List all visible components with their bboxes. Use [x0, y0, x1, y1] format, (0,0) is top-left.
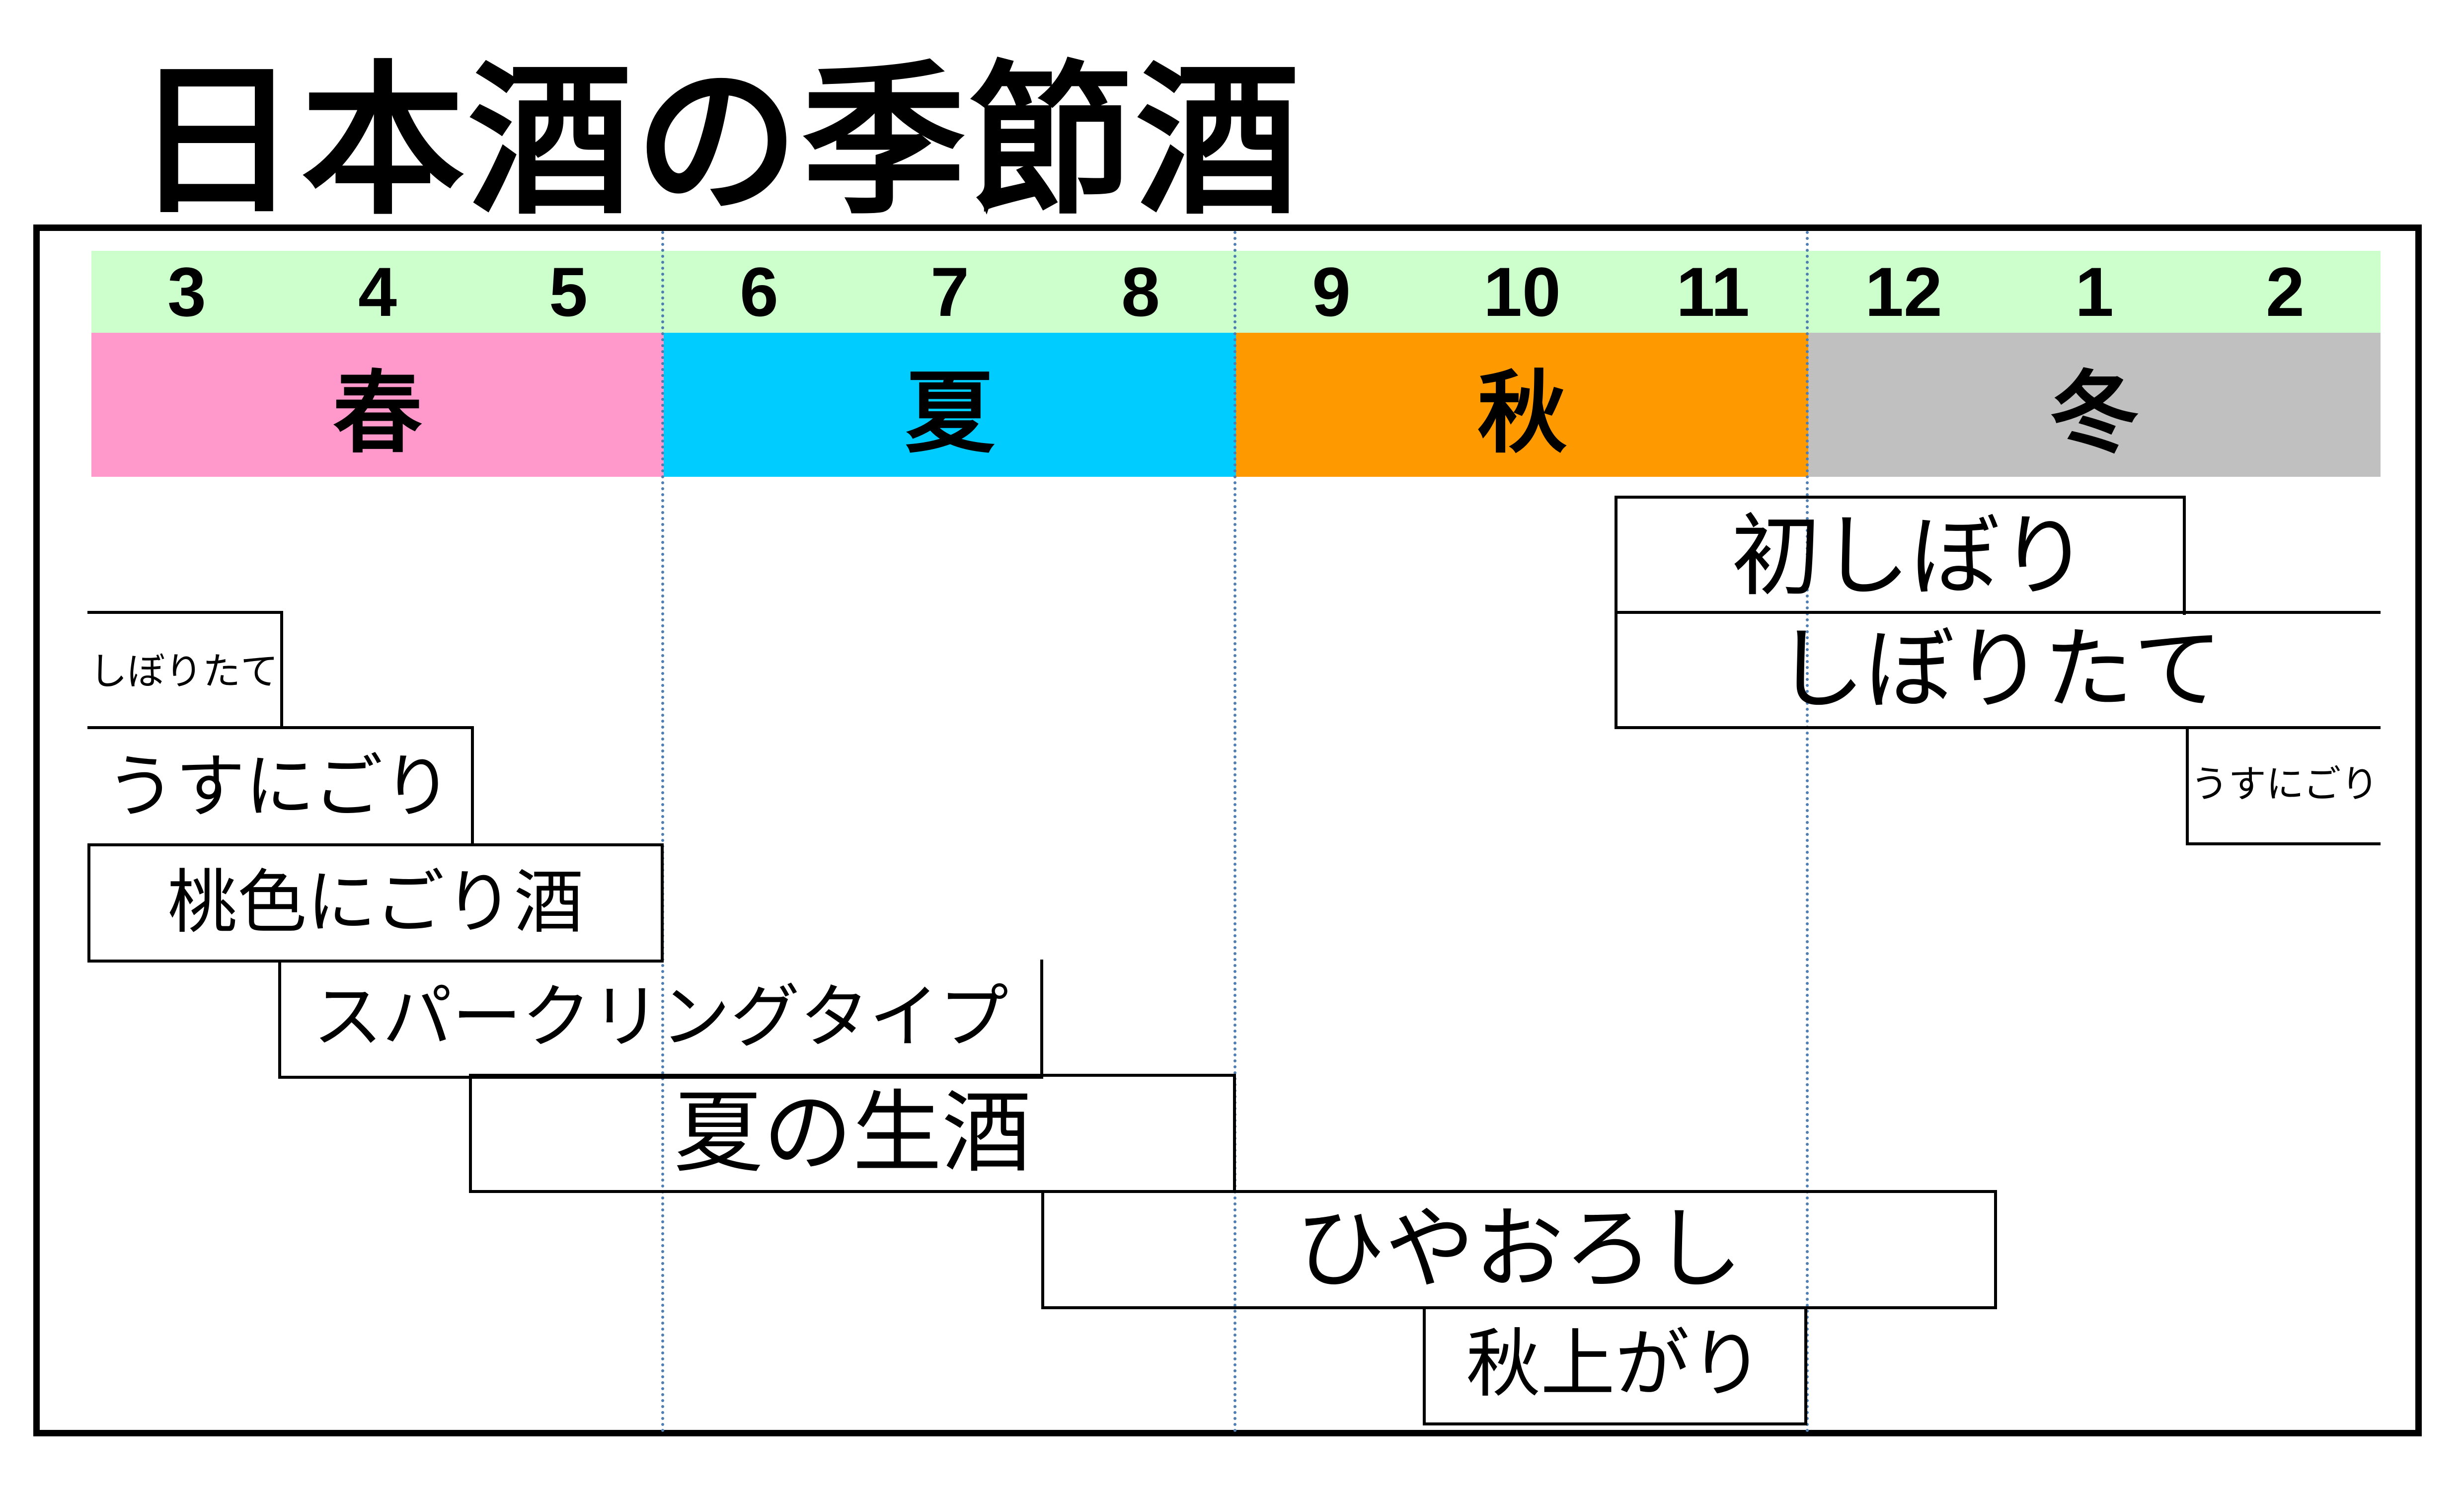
season-summer: 夏 [664, 333, 1236, 477]
period-label: ひやおろし [1295, 1197, 1743, 1301]
season-divider [661, 231, 664, 1433]
month-label: 11 [1676, 252, 1750, 331]
period-label: 初しぼり [1731, 505, 2089, 608]
month-label: 5 [549, 252, 588, 331]
month-label: 8 [1121, 252, 1160, 331]
period-bar-shiboritate-spring: しぼりたて [87, 611, 283, 729]
period-bar-hatsushibori: 初しぼり [1615, 496, 2186, 615]
month-label: 4 [358, 252, 397, 331]
season-divider [1806, 231, 1809, 1433]
season-autumn: 秋 [1236, 333, 1808, 477]
month-label: 10 [1483, 252, 1561, 331]
period-bar-natsu-namazake: 夏の生酒 [469, 1074, 1236, 1193]
period-label: うすにごり [2190, 762, 2379, 806]
period-label: しぼりたて [89, 649, 278, 693]
period-bar-akiagari: 秋上がり [1423, 1306, 1807, 1425]
month-label: 12 [1865, 252, 1942, 331]
month-label: 1 [2075, 252, 2114, 331]
season-spring: 春 [91, 333, 664, 477]
period-bar-usunigori-spring: うすにごり [87, 726, 474, 845]
month-label: 2 [2266, 252, 2305, 331]
period-label: 秋上がり [1465, 1321, 1764, 1408]
chart-frame [33, 224, 2422, 1436]
period-bar-momoiro-nigori: 桃色にごり酒 [87, 843, 664, 963]
page-title: 日本酒の季節酒 [134, 46, 1303, 237]
period-label: 夏の生酒 [673, 1081, 1031, 1185]
season-winter: 冬 [1808, 333, 2381, 477]
period-label: うすにごり [106, 746, 453, 827]
season-divider [1233, 231, 1236, 1433]
period-label: 桃色にごり酒 [167, 862, 584, 943]
period-label: スパークリングタイプ [312, 977, 1008, 1058]
season-label: 秋 [1477, 361, 1567, 465]
period-bar-sparkling: スパークリングタイプ [278, 960, 1043, 1079]
season-label: 夏 [905, 361, 995, 465]
month-label: 9 [1312, 252, 1351, 331]
season-label: 冬 [2049, 361, 2139, 465]
season-label: 春 [332, 361, 422, 465]
period-label: しぼりたて [1775, 618, 2223, 722]
period-bar-shiboritate-winter: しぼりたて [1615, 611, 2381, 729]
period-bar-hiyaoroshi: ひやおろし [1041, 1190, 1997, 1309]
month-label: 7 [930, 252, 969, 331]
month-label: 3 [167, 252, 206, 331]
period-bar-usunigori-winter: うすにごり [2186, 726, 2381, 845]
month-label: 6 [740, 252, 778, 331]
